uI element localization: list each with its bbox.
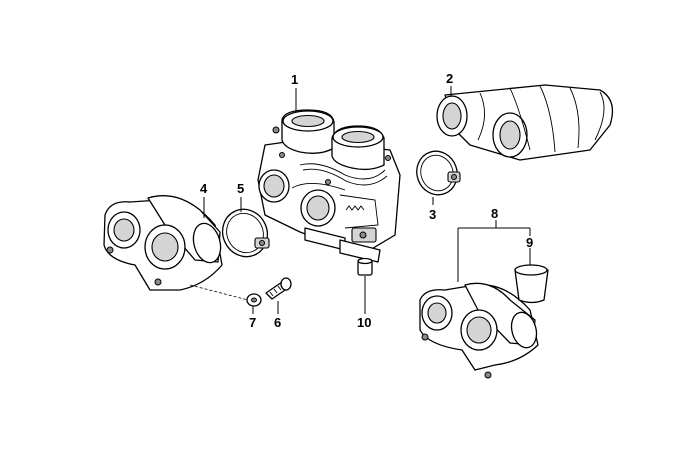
callout-3: 3 <box>429 207 436 222</box>
callout-4: 4 <box>200 181 208 196</box>
bolt[interactable] <box>265 277 292 300</box>
callout-10: 10 <box>357 315 371 330</box>
leader-lines <box>203 86 531 314</box>
callout-7: 7 <box>249 315 256 330</box>
callout-6: 6 <box>274 315 281 330</box>
callout-1: 1 <box>291 72 298 87</box>
carburetor-assembly[interactable] <box>257 109 401 263</box>
jet-plug[interactable] <box>357 257 373 276</box>
washer[interactable] <box>246 293 262 307</box>
hose-clamp-left[interactable] <box>215 202 275 264</box>
rubber-cap[interactable] <box>514 264 549 304</box>
intake-manifold-kit[interactable] <box>419 282 540 379</box>
callout-5: 5 <box>237 181 244 196</box>
intake-hose[interactable] <box>436 84 614 161</box>
callout-8: 8 <box>491 206 498 221</box>
callout-9: 9 <box>526 235 533 250</box>
intake-manifold-left[interactable] <box>103 195 225 291</box>
hose-clamp-right[interactable] <box>411 145 464 200</box>
callout-2: 2 <box>446 71 453 86</box>
